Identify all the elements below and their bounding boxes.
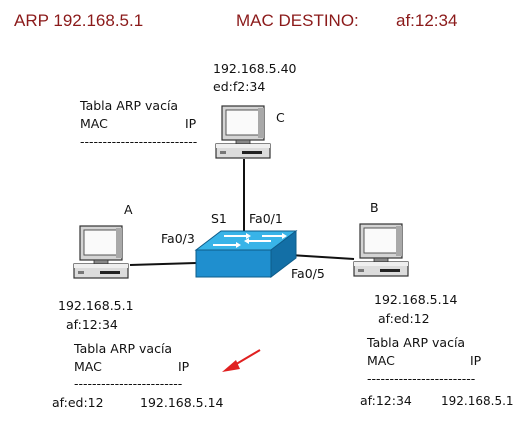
host-a-label: A (124, 202, 133, 217)
arp-table-b-ip-header: IP (470, 353, 482, 368)
host-b-label: B (370, 200, 379, 215)
pc-b-icon (353, 223, 409, 277)
port-fa0-3: Fa0/3 (161, 231, 195, 246)
switch-icon (194, 229, 298, 279)
host-a-ip: 192.168.5.1 (58, 298, 134, 313)
mac-destino-value: af:12:34 (396, 11, 458, 30)
host-c-mac: ed:f2:34 (213, 79, 266, 94)
arp-table-b-title: Tabla ARP vacía (367, 335, 466, 350)
arp-table-c-title: Tabla ARP vacía (80, 98, 179, 113)
arp-table-a-ip-header: IP (178, 359, 190, 374)
switch-name: S1 (211, 211, 227, 226)
arp-table-c-mac-header: MAC (80, 116, 108, 131)
arp-table-a-mac-header: MAC (74, 359, 102, 374)
cable-switch-a (129, 262, 197, 266)
mac-destino-label: MAC DESTINO: (236, 11, 359, 30)
port-fa0-5: Fa0/5 (291, 266, 325, 281)
host-c-ip: 192.168.5.40 (213, 61, 297, 76)
arp-request-label: ARP 192.168.5.1 (14, 11, 144, 30)
arp-table-c-ip-header: IP (185, 116, 197, 131)
arp-table-c-separator: -------------------------- (80, 134, 198, 149)
arp-table-a-separator: ------------------------ (74, 376, 183, 391)
host-a-mac: af:12:34 (66, 317, 118, 332)
host-b-ip: 192.168.5.14 (374, 292, 458, 307)
pc-c-icon (215, 105, 271, 159)
red-arrow-icon (222, 349, 261, 372)
host-b-mac: af:ed:12 (378, 311, 430, 326)
host-c-label: C (276, 110, 285, 125)
arp-table-b-entry-ip: 192.168.5.1 (441, 394, 514, 408)
arp-table-a-title: Tabla ARP vacía (74, 341, 173, 356)
arp-table-b-mac-header: MAC (367, 353, 395, 368)
pc-a-icon (73, 225, 129, 279)
arp-table-b-separator: ------------------------ (367, 371, 476, 386)
port-fa0-1: Fa0/1 (249, 211, 283, 226)
arp-table-a-entry-mac: af:ed:12 (52, 395, 104, 410)
arp-table-b-entry-mac: af:12:34 (360, 393, 412, 408)
arp-table-a-entry-ip: 192.168.5.14 (140, 395, 224, 410)
cable-switch-b (289, 254, 355, 260)
